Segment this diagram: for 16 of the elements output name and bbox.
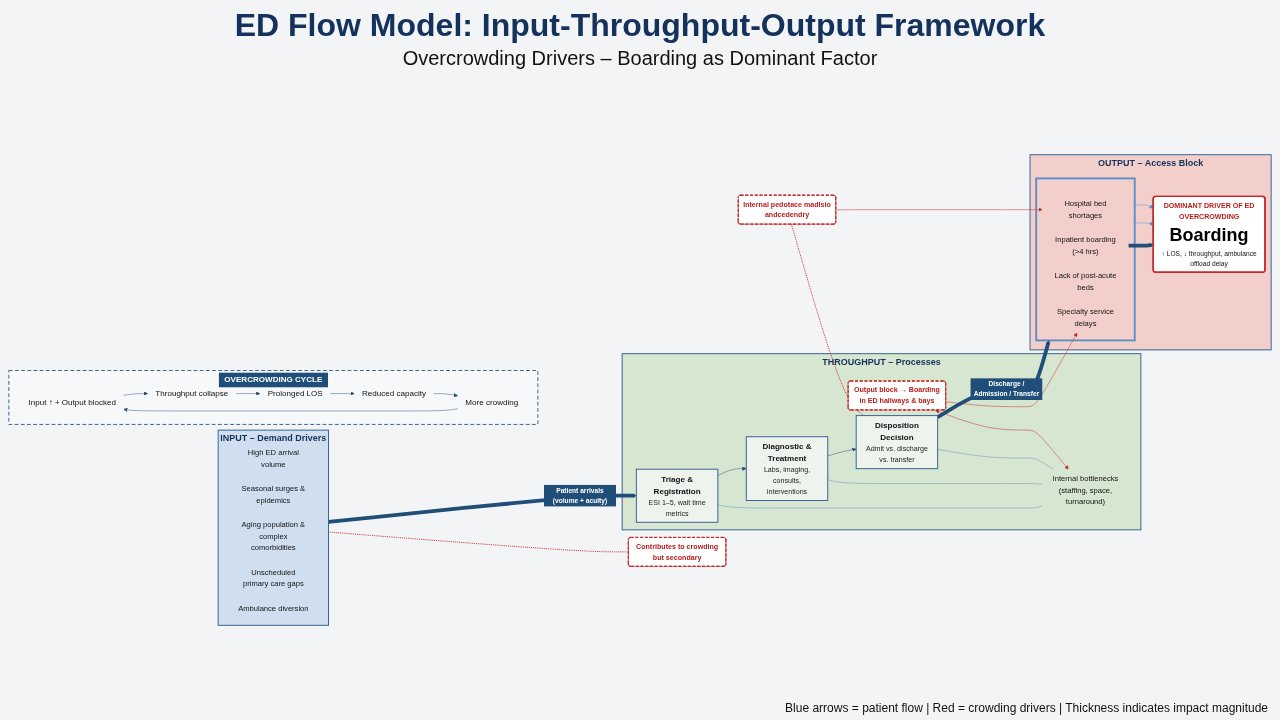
- connector: [937, 449, 1054, 470]
- connector: [791, 223, 865, 417]
- node-text: Input ↑ + Output blocked: [28, 397, 117, 407]
- diagram-title: ED Flow Model: Input-Throughput-Output Framework: [234, 6, 1046, 45]
- node-text: More crowding: [465, 397, 519, 407]
- node-text: Reduced capacity: [362, 388, 427, 398]
- cluster: [1035, 177, 1136, 342]
- subtitle: Overcrowding Drivers – Boarding as Dominant Factor: [402, 46, 878, 71]
- connector: [827, 479, 1043, 485]
- connector: [328, 531, 629, 553]
- connector: [717, 504, 1043, 509]
- arrow: [936, 340, 1051, 419]
- node-text: Prolonged LOS: [267, 388, 323, 398]
- node-text: Throughput collapse: [155, 388, 229, 398]
- arrow: [1127, 243, 1154, 248]
- footnote: Blue arrows = patient flow | Red = crowding drivers | Thickness indicates impact magnitude: [785, 700, 1268, 716]
